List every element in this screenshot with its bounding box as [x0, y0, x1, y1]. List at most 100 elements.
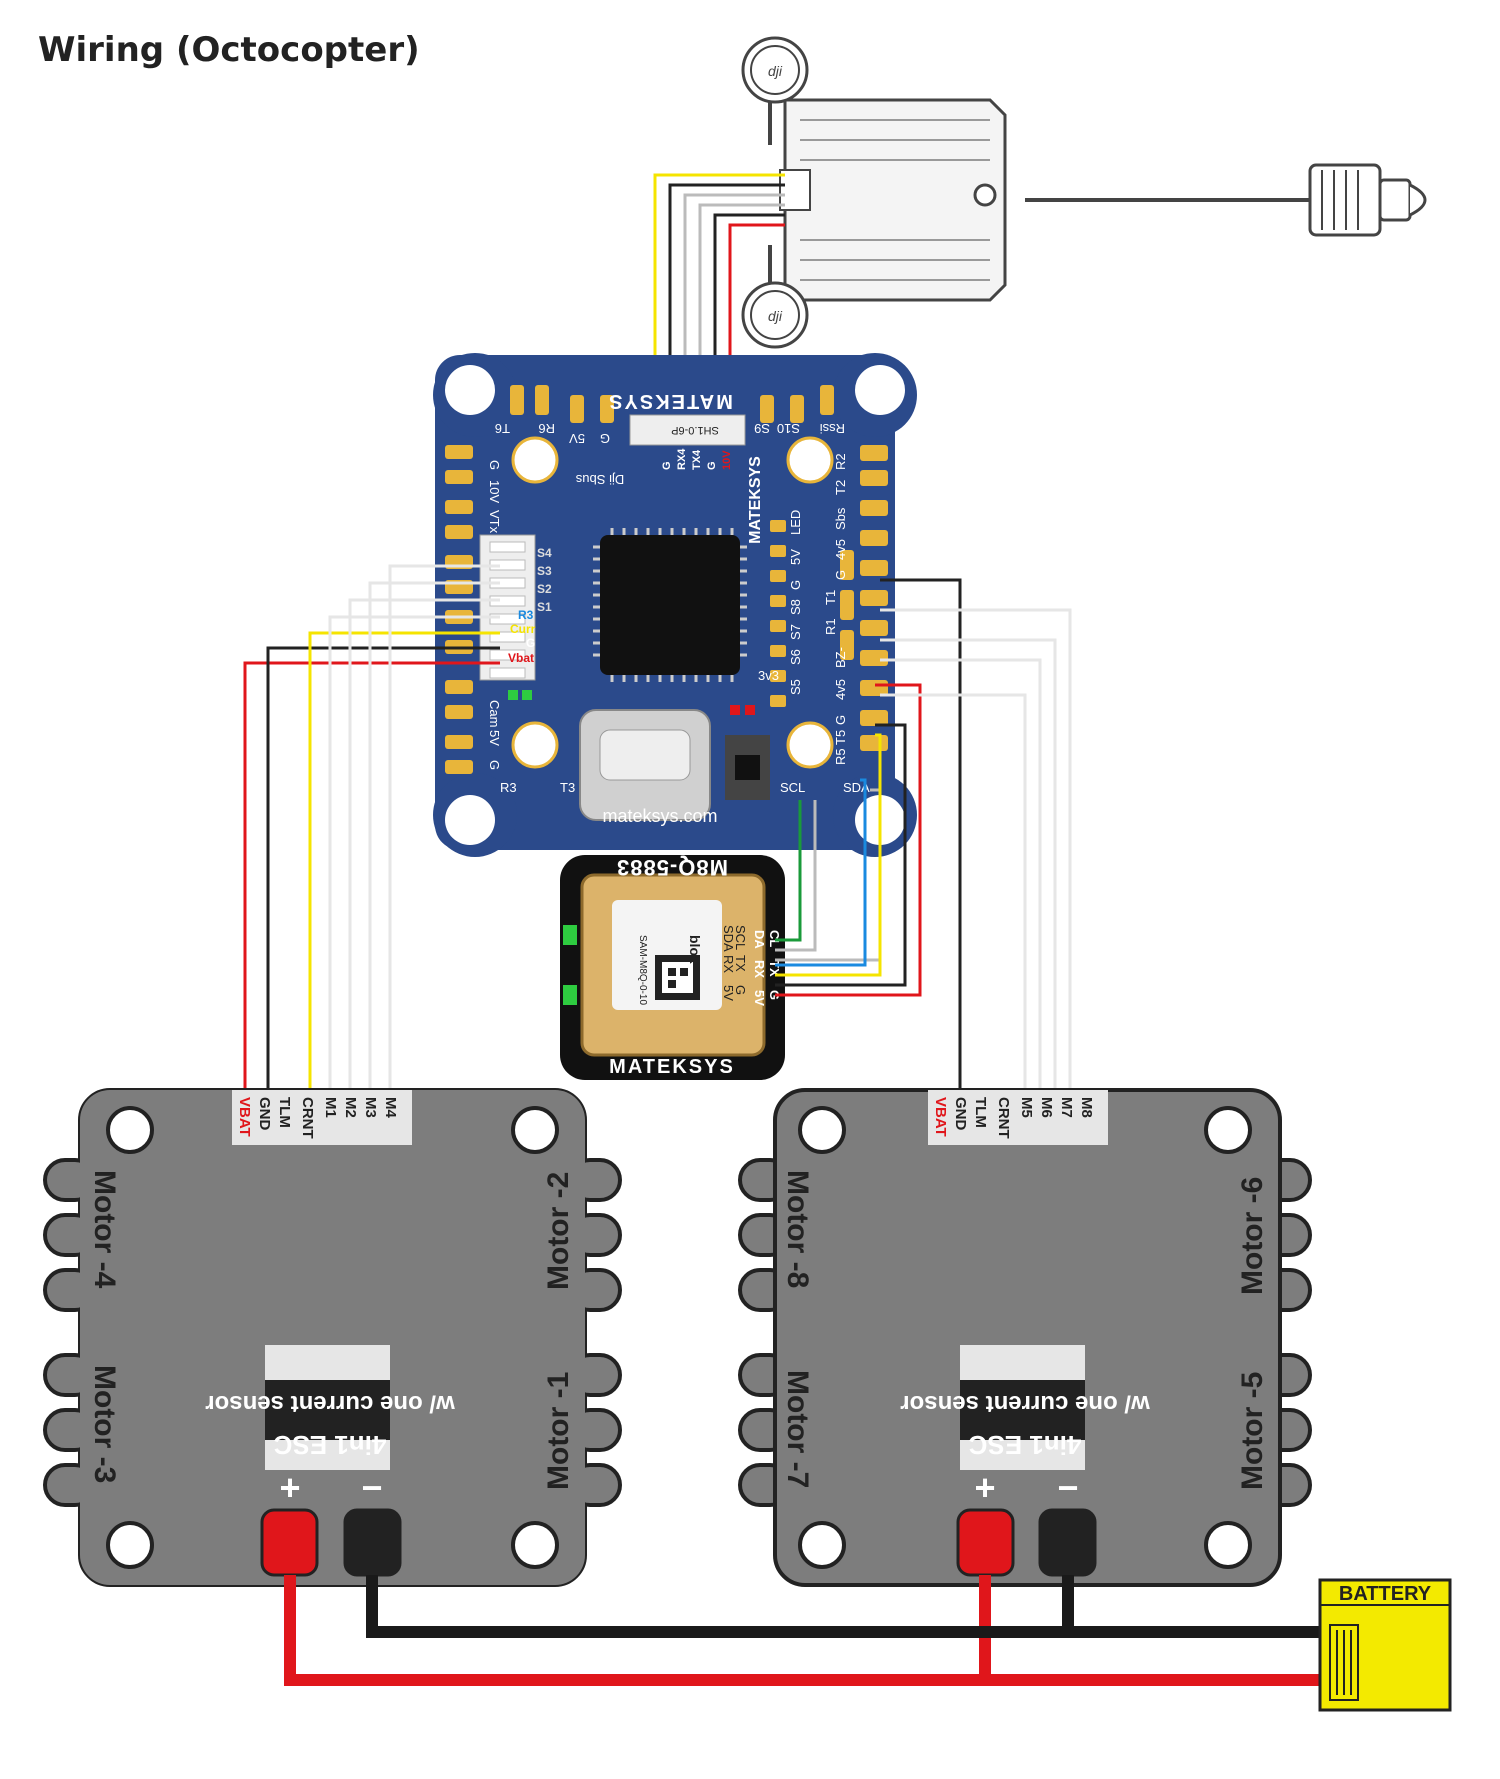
conn-pin-rx4: RX4: [676, 448, 688, 470]
gps-chip-pin-scl: SCL: [733, 925, 748, 950]
battery-label: BATTERY: [1339, 1583, 1432, 1605]
esc-left-plus: +: [279, 1467, 300, 1508]
pin-label-s3: S3: [537, 564, 552, 578]
pin-label-curr: Curr: [510, 622, 536, 636]
esc-right-body: [773, 1088, 1282, 1587]
pad-label-4v5: 4v5: [833, 539, 848, 560]
pad-label-g-bot: G: [833, 715, 848, 725]
gps-model: M8Q-5883: [616, 855, 728, 880]
pad-label-5v-inner: 5V: [788, 549, 803, 565]
pad-label-t5: T5: [833, 730, 848, 745]
pad-label-g-left: G: [487, 460, 502, 470]
motor-6-label: Motor -6: [1236, 1177, 1269, 1295]
top-pads: [510, 385, 834, 423]
pad-label-g-top: G: [600, 431, 610, 446]
fc-brand-top: MATEKSYS: [607, 390, 733, 412]
gps-chip-pin-labels: SCL SDA TX RX G 5V: [721, 925, 748, 1001]
esc-left-pin-tlm: TLM: [276, 1097, 293, 1128]
esc-right-minus-terminal: [1038, 1508, 1097, 1577]
conn-pin-g2: G: [661, 461, 673, 470]
page-title: Wiring (Octocopter): [38, 30, 420, 70]
esc-left-pin-gnd: GND: [256, 1097, 273, 1131]
pad-label-g-right: G: [833, 570, 848, 580]
pad-label-led: LED: [788, 510, 803, 535]
connector-label: SH1.0-6P: [671, 424, 719, 436]
right-pads: [860, 445, 888, 751]
pad-label-s8: S8: [788, 599, 803, 615]
motor-4-label: Motor -4: [88, 1170, 121, 1289]
motor-1-label: Motor -1: [542, 1372, 575, 1490]
esc-left-minus: −: [361, 1467, 382, 1508]
gps-chip-pin-5v: 5V: [721, 985, 736, 1001]
esc-right-pin-vbat: VBAT: [932, 1097, 949, 1137]
pad-label-g-left2: G: [487, 760, 502, 770]
esc-right-pin-m5: M5: [1018, 1097, 1035, 1118]
dji-logo-icon: dji: [768, 63, 783, 79]
svg-text:dji: dji: [768, 308, 783, 324]
pad-label-5v-top: 5V: [569, 431, 585, 446]
esc-right-plus: +: [974, 1467, 995, 1508]
pad-label-s10: S10: [777, 421, 800, 436]
pin-label-g: G: [526, 636, 535, 650]
esc-right-pin-m7: M7: [1058, 1097, 1075, 1118]
pad-label-sda: SDA: [843, 780, 870, 795]
pad-label-bz: BZ-: [833, 647, 848, 668]
gps-pin-g: G: [767, 990, 782, 1000]
pin-label-s4: S4: [537, 546, 552, 560]
esc-right-header: [928, 1090, 1108, 1145]
gps-pin-cl: CL: [767, 930, 782, 947]
right-esc-wires: [880, 578, 1072, 1090]
pad-label-r2: R2: [833, 453, 848, 470]
power-wires: [284, 1575, 1330, 1686]
pad-label-5v-left: 5V: [487, 730, 502, 746]
pad-label-scl: SCL: [780, 780, 805, 795]
esc-right-type-label: 4in1 ESC: [968, 1430, 1081, 1460]
gps-chip-pin-g: G: [733, 985, 748, 995]
pin-label-s1: S1: [537, 600, 552, 614]
motor-2-label: Motor -2: [542, 1172, 575, 1290]
flight-controller: SH1.0-6P MATEKSYS MATEKSYS mateksys.c: [433, 353, 917, 857]
esc-left-plus-terminal: [260, 1508, 319, 1577]
gps-pin-5v: 5V: [752, 990, 767, 1006]
gps-module: M8Q-5883 MATEKSYS blox SAM-M8Q-0-10 CL D…: [560, 855, 785, 1080]
fc-website: mateksys.com: [602, 806, 717, 826]
conn-pin-tx4: TX4: [691, 449, 703, 470]
gps-chip-pin-rx: RX: [721, 955, 736, 973]
left-esc-wires: [243, 564, 500, 1090]
esc-right-pin-crnt: CRNT: [995, 1097, 1012, 1139]
esc-right-minus: −: [1057, 1467, 1078, 1508]
pin-label-s2: S2: [537, 582, 552, 596]
pad-label-r6: R6: [538, 421, 555, 436]
esc-left-pin-vbat: VBAT: [236, 1097, 253, 1137]
dji-air-unit: dji dji: [741, 36, 1427, 349]
esc-left-pin-m4: M4: [382, 1097, 399, 1118]
pad-label-r5: R5: [833, 748, 848, 765]
motor-8-label: Motor -8: [781, 1170, 814, 1288]
esc-left-pin-m2: M2: [342, 1097, 359, 1118]
pad-label-rssi: Rssi: [820, 421, 845, 436]
gps-pin-rx: RX: [752, 960, 767, 978]
esc-right-current-label: w/ one current sensor: [900, 1390, 1150, 1417]
esc-right-pin-m6: M6: [1038, 1097, 1055, 1118]
pad-label-t3: T3: [560, 780, 575, 795]
pad-label-g-inner: G: [788, 580, 803, 590]
gps-chip-pin-tx: TX: [733, 955, 748, 972]
esc-right-pin-m8: M8: [1078, 1097, 1095, 1118]
pad-label-r3-bottom: R3: [500, 780, 517, 795]
esc-left-type-label: 4in1 ESC: [273, 1430, 386, 1460]
mount-hole: [445, 365, 495, 415]
pad-label-s7: S7: [788, 624, 803, 640]
pad-label-vtx: VTx: [487, 510, 502, 534]
pad-label-10v: 10V: [487, 480, 502, 503]
pin-label-r3: R3: [518, 608, 534, 622]
conn-pin-g: G: [706, 461, 718, 470]
dji-sbus-label: Dji Sbus: [575, 472, 624, 487]
pad-label-cam: Cam: [487, 700, 502, 727]
esc-left-header: [232, 1090, 412, 1145]
esc-right-pin-tlm: TLM: [972, 1097, 989, 1128]
antenna-bottom: dji: [741, 245, 809, 349]
esc-left: VBAT GND TLM CRNT M1 M2 M3 M4 Motor -4 M…: [43, 1088, 622, 1587]
motor-3-label: Motor -3: [88, 1365, 121, 1483]
gps-pin-labels: CL DA TX RX G 5V: [752, 930, 782, 1006]
